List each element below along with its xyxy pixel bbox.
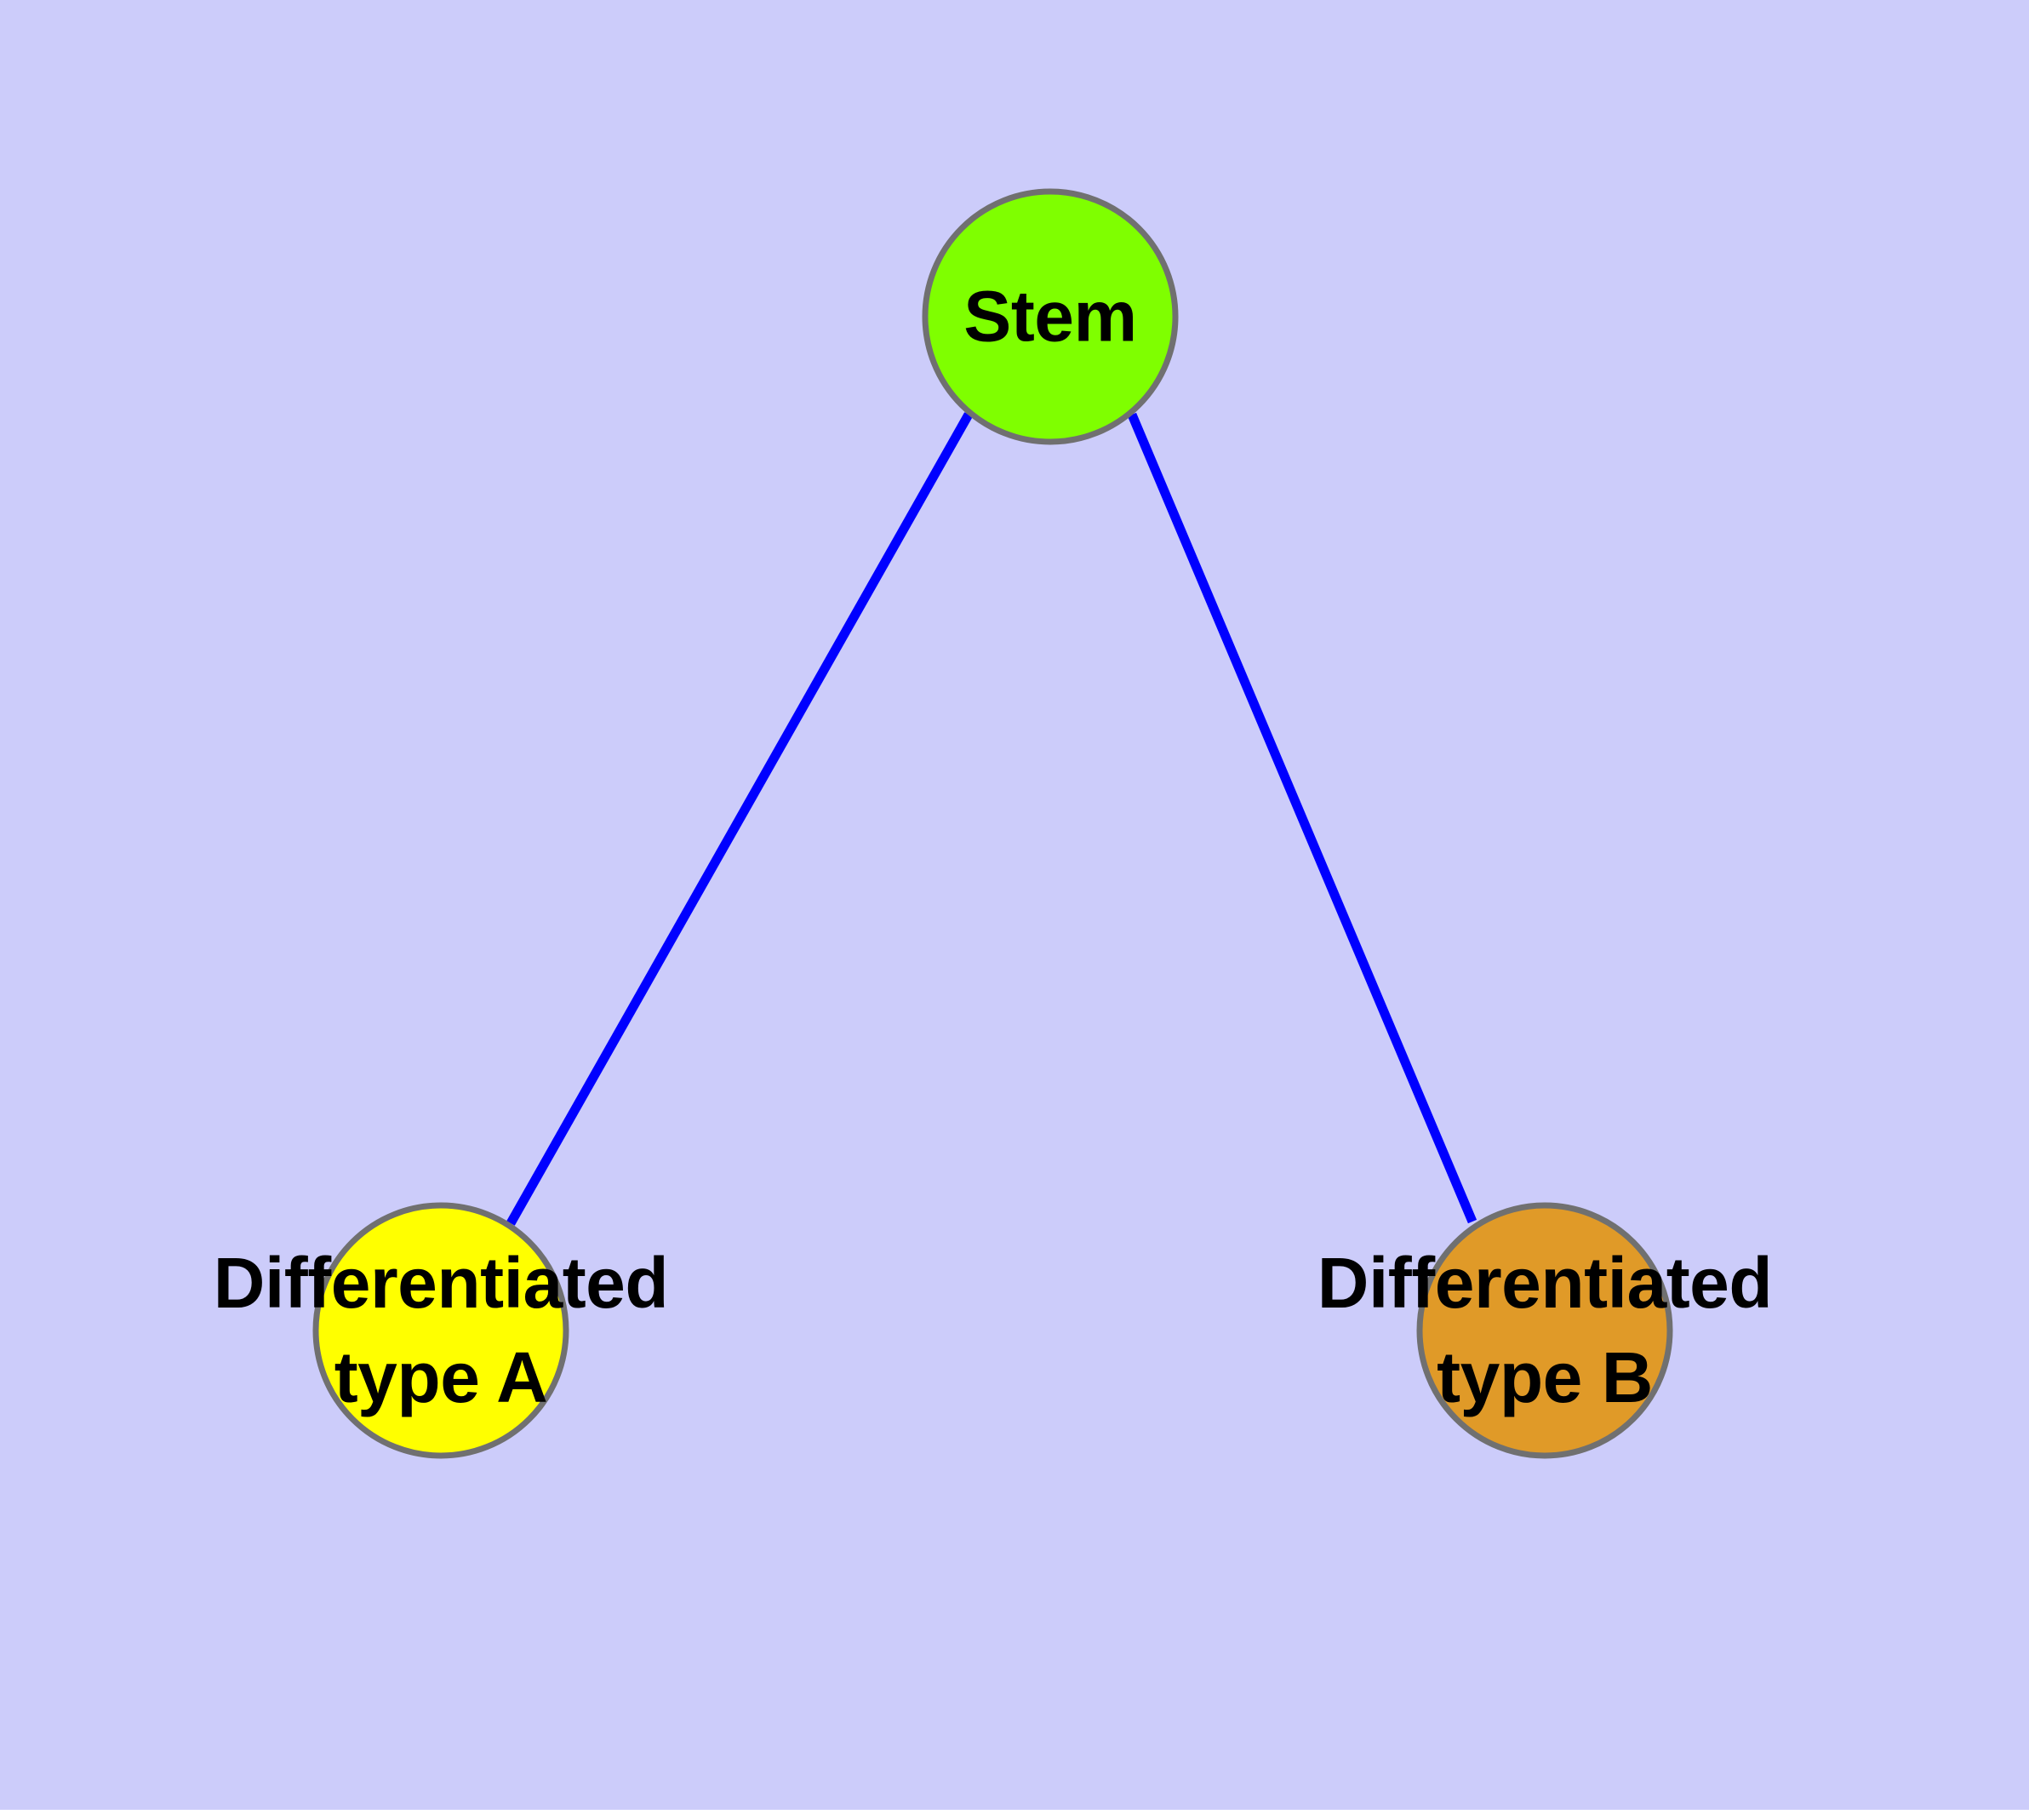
edge-layer <box>506 412 1477 1226</box>
edge-stem-to-diff-b <box>1127 412 1477 1224</box>
node-layer <box>312 188 1673 1459</box>
node-diff-a-circle[interactable] <box>312 1202 569 1459</box>
edge-stem-to-diff-a <box>506 412 973 1226</box>
node-diff-b-circle[interactable] <box>1416 1202 1673 1459</box>
node-stem-circle[interactable] <box>922 188 1179 445</box>
